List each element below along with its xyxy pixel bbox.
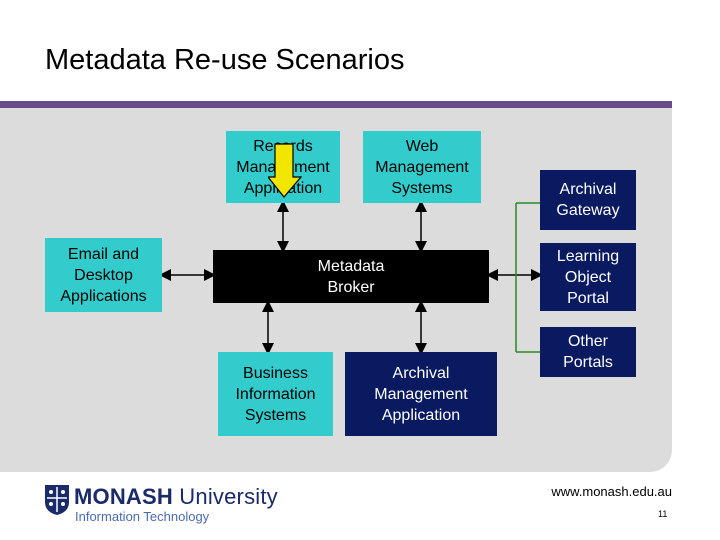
monash-crest-icon: [45, 485, 69, 515]
archival-gateway-box: Archival Gateway: [540, 170, 636, 230]
monash-logo-name: MONASH University: [74, 484, 278, 510]
logo-subtitle: Information Technology: [75, 509, 210, 524]
business-info-box: Business Information Systems: [218, 352, 333, 436]
email-desktop-label: Email and Desktop Applications: [60, 245, 147, 305]
highlight-arrow-icon: [268, 143, 302, 198]
learning-object-portal-label: Learning Object Portal: [556, 247, 620, 307]
web-management-label: Web Management Systems: [375, 137, 469, 197]
slide-title: Metadata Re-use Scenarios: [45, 44, 405, 76]
footer-url: www.monash.edu.au: [551, 484, 672, 499]
title-divider: [0, 101, 672, 108]
other-portals-label: Other Portals: [563, 333, 613, 371]
archival-gateway-label: Archival Gateway: [556, 181, 620, 219]
archival-management-label: Archival Management Application: [374, 364, 468, 424]
metadata-broker-box: Metadata Broker: [213, 250, 489, 303]
learning-object-portal-box: Learning Object Portal: [540, 243, 636, 311]
metadata-broker-label: Metadata Broker: [317, 257, 385, 296]
other-portals-box: Other Portals: [540, 327, 636, 377]
web-management-box: Web Management Systems: [363, 131, 481, 203]
business-info-label: Business Information Systems: [235, 364, 316, 424]
email-desktop-box: Email and Desktop Applications: [45, 238, 162, 312]
logo-name-rest: University: [172, 484, 278, 509]
page-number: 11: [658, 509, 668, 519]
logo-name-bold: MONASH: [74, 484, 173, 509]
archival-management-box: Archival Management Application: [345, 352, 497, 436]
